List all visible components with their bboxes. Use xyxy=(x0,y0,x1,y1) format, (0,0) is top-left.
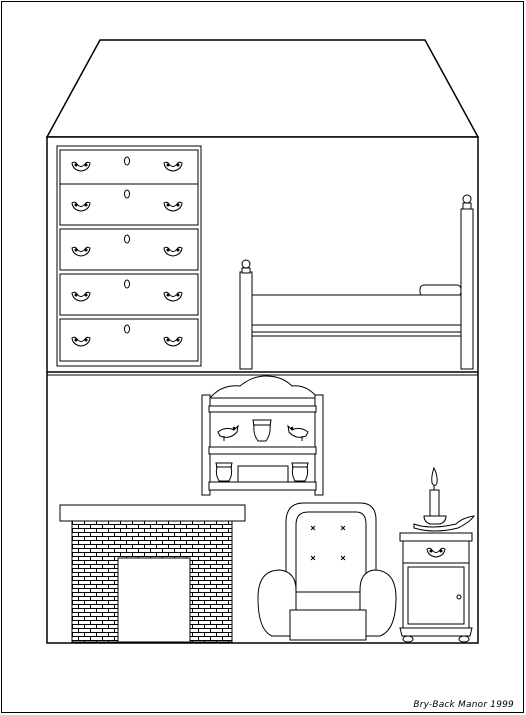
bed-headpost xyxy=(460,208,474,370)
wall-shelf xyxy=(201,375,324,496)
candle xyxy=(413,466,476,532)
bed-mattress xyxy=(251,294,462,326)
drawer-keyhole xyxy=(124,156,130,166)
bed-footpost-knob xyxy=(241,259,251,269)
candle-dish xyxy=(413,515,476,532)
armchair-base xyxy=(289,609,367,641)
nightstand-foot-right xyxy=(458,635,470,643)
armchair-arm-right xyxy=(359,569,397,637)
roof xyxy=(45,39,480,138)
armchair-back-inner xyxy=(295,511,367,590)
bed-footpost-cap xyxy=(241,267,251,274)
nightstand xyxy=(399,532,473,643)
drawer-keyhole xyxy=(124,189,130,199)
shelf-side-left xyxy=(201,394,211,496)
bed-headpost-cap xyxy=(462,202,472,210)
chest-of-drawers xyxy=(56,145,202,367)
bed-headpost-knob xyxy=(462,194,472,204)
candle-flame xyxy=(431,466,438,486)
shelf-crest xyxy=(208,375,320,399)
nightstand-top xyxy=(399,532,473,542)
nightstand-foot-left xyxy=(402,635,414,643)
credit-signature: Bry-Back Manor 1999 xyxy=(413,700,514,710)
bed-pillow xyxy=(419,284,462,297)
drawer-keyhole xyxy=(124,279,130,289)
bed xyxy=(239,194,474,370)
bed-footpost xyxy=(239,271,253,370)
drawer-keyhole xyxy=(124,324,130,334)
armchair xyxy=(257,502,397,641)
armchair-arm-left xyxy=(257,569,297,637)
candle-stick xyxy=(429,489,440,517)
candle-holder xyxy=(423,515,447,525)
fireplace-mantel xyxy=(59,504,246,522)
drawer-keyhole xyxy=(124,234,130,244)
shelf-top-board xyxy=(208,405,317,413)
nightstand-base xyxy=(399,627,473,637)
shelf-bottom-board xyxy=(208,481,317,491)
shelf-pot-right xyxy=(291,462,309,482)
shelf-middle-board xyxy=(208,446,317,455)
shelf-pot-left xyxy=(215,462,233,482)
shelf-box xyxy=(237,465,289,483)
fireplace xyxy=(59,504,246,643)
shelf-jar xyxy=(252,419,272,442)
nightstand-door-knob xyxy=(456,594,462,600)
shelf-side-right xyxy=(314,394,324,496)
fireplace-opening xyxy=(117,557,191,643)
nightstand-door-panel xyxy=(407,566,465,625)
